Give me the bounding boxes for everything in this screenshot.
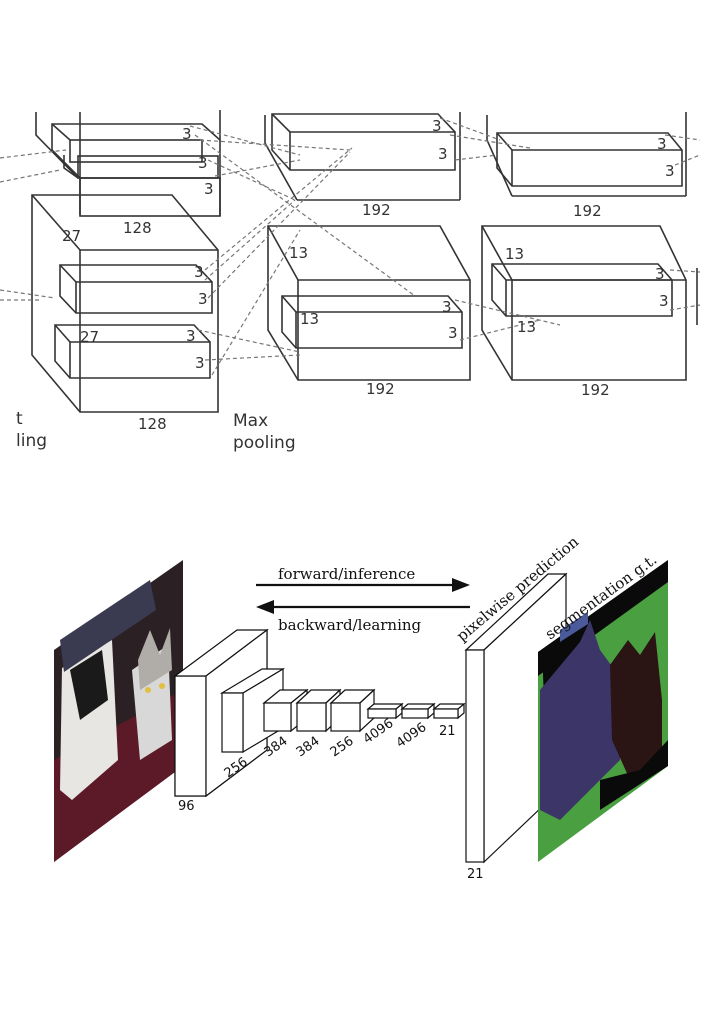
kernel-label: 3	[204, 180, 214, 198]
dim-label: 13	[289, 244, 308, 262]
dim-label: 13	[517, 318, 536, 336]
kernel-label: 3	[182, 125, 192, 143]
layer-256-b	[329, 688, 376, 733]
kernel-label: 3	[195, 354, 205, 372]
forward-label: forward/inference	[278, 565, 415, 583]
fcn-diagram: forward/inference backward/learning pixe…	[54, 532, 668, 882]
layer-4096-a	[366, 702, 404, 720]
kernel-label: 3	[432, 117, 442, 135]
kernel-label: 3	[665, 162, 675, 180]
width-label: 192	[573, 202, 602, 220]
kernel-label: 3	[655, 265, 665, 283]
input-photo	[54, 560, 183, 862]
width-label: 192	[366, 380, 395, 398]
pool-caption-line2: pooling	[233, 433, 296, 453]
block-left-bottom	[31, 194, 219, 413]
kernel-label: 3	[198, 290, 208, 308]
segmentation-gt	[538, 560, 668, 862]
alexnet-labels: 3 3 3 3 3 3 3 3 3 3 3 3 3 3 3 27 27 13 1…	[16, 117, 675, 453]
kernel-label: 3	[659, 292, 669, 310]
kernel-label: 3	[657, 135, 667, 153]
pool-caption-line1: Max	[233, 411, 268, 431]
connection-lines	[0, 117, 701, 376]
width-label: 192	[362, 201, 391, 219]
block-mid-top	[264, 112, 461, 201]
block-right-bottom	[481, 225, 698, 381]
layer-label: 384	[294, 734, 323, 761]
kernel-label: 3	[198, 154, 208, 172]
forward-arrow	[256, 578, 470, 592]
dim-label: 13	[300, 310, 319, 328]
left-caption-line1: t	[16, 409, 23, 429]
width-label: 128	[138, 415, 167, 433]
layer-21-small	[432, 702, 466, 720]
layer-4096-b	[400, 702, 436, 720]
dim-label: 27	[80, 328, 99, 346]
layer-label: 256	[328, 734, 357, 761]
alexnet-diagram	[0, 110, 701, 413]
backward-arrow	[256, 600, 470, 614]
layer-label: 21	[439, 724, 456, 739]
block-mid-bottom	[267, 225, 471, 381]
kernel-label: 3	[194, 263, 204, 281]
kernel-label: 3	[438, 145, 448, 163]
kernel-label: 3	[448, 324, 458, 342]
block-left-top	[35, 110, 221, 217]
width-label: 128	[123, 219, 152, 237]
dim-label: 27	[62, 227, 81, 245]
block-right-top	[486, 112, 687, 197]
left-caption-line2: ling	[16, 431, 47, 451]
dim-label: 13	[505, 245, 524, 263]
layer-label: 21	[467, 867, 484, 882]
layer-label: 4096	[394, 720, 430, 751]
width-label: 192	[581, 381, 610, 399]
kernel-label: 3	[442, 298, 452, 316]
layer-label: 96	[178, 799, 195, 814]
kernel-label: 3	[186, 327, 196, 345]
backward-label: backward/learning	[278, 616, 422, 634]
